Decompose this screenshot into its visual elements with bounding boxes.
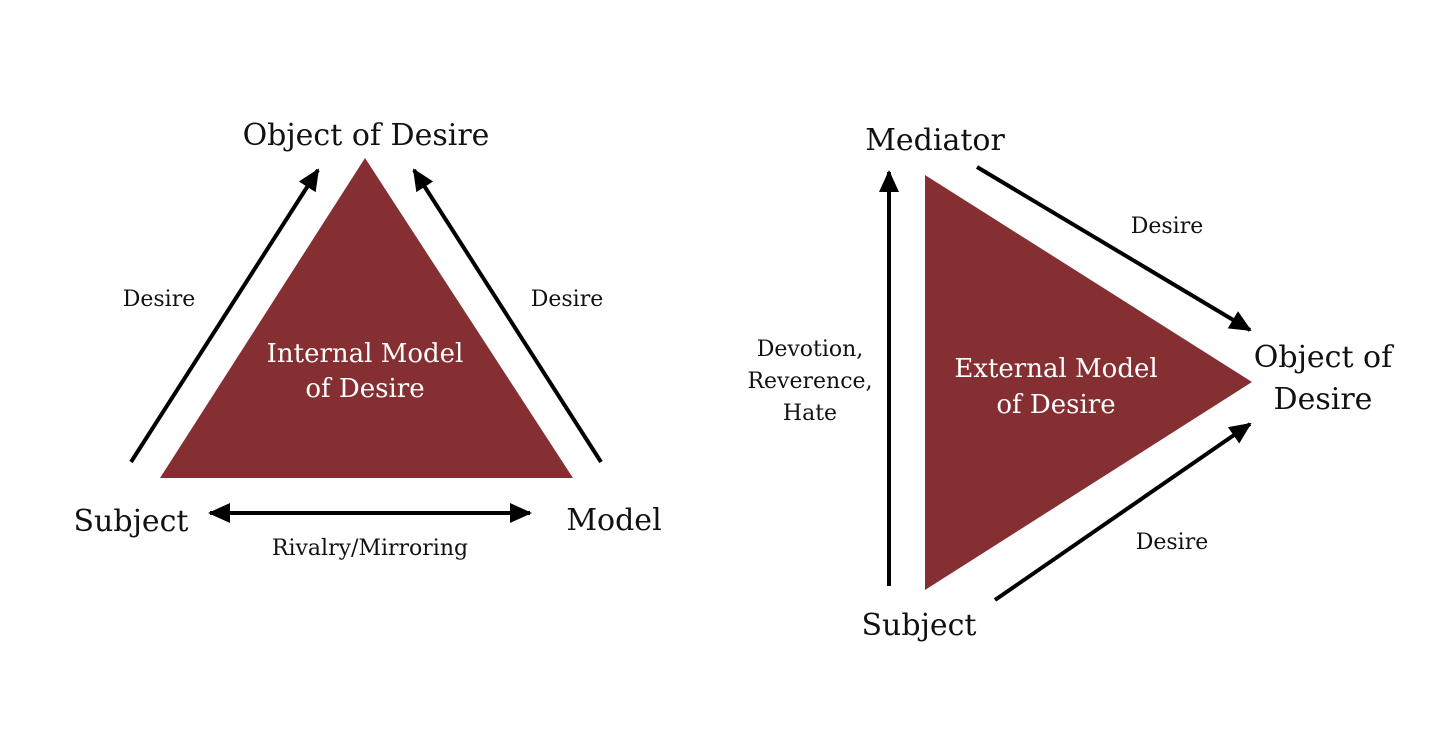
external-center-label-line-1: External Model bbox=[954, 354, 1157, 384]
internal-right-desire-label: Desire bbox=[531, 287, 604, 312]
rivalry-mirroring-label: Rivalry/Mirroring bbox=[272, 536, 468, 561]
internal-center-label-line-2: of Desire bbox=[305, 374, 424, 404]
mediator-label: Mediator bbox=[865, 123, 1005, 158]
external-model-triangle bbox=[925, 175, 1252, 590]
external-object-of-desire-label-line-1: Object of bbox=[1254, 340, 1394, 375]
internal-subject-label: Subject bbox=[74, 504, 189, 539]
model-to-object-arrow bbox=[412, 168, 603, 464]
internal-left-desire-label: Desire bbox=[123, 287, 196, 312]
internal-center-label-line-1: Internal Model bbox=[267, 339, 464, 369]
internal-model-diagram: Object of Desire Subject Model Desire De… bbox=[74, 118, 662, 561]
internal-model-triangle bbox=[160, 158, 573, 478]
internal-object-of-desire-label: Object of Desire bbox=[243, 118, 490, 153]
internal-model-label: Model bbox=[566, 503, 661, 538]
subject-to-object-arrow bbox=[129, 168, 320, 464]
reverence-label: Reverence, bbox=[747, 369, 872, 394]
external-bottom-desire-label: Desire bbox=[1136, 530, 1209, 555]
mediator-to-object-arrow bbox=[975, 165, 1252, 332]
external-top-desire-label: Desire bbox=[1131, 214, 1204, 239]
subject-to-object-arrow-external bbox=[993, 422, 1252, 602]
external-subject-label: Subject bbox=[862, 608, 977, 643]
hate-label: Hate bbox=[783, 401, 837, 426]
external-center-label-line-2: of Desire bbox=[996, 390, 1115, 420]
devotion-label: Devotion, bbox=[757, 337, 864, 362]
external-model-diagram: Mediator Object of Desire Subject Desire… bbox=[747, 123, 1394, 643]
external-object-of-desire-label-line-2: Desire bbox=[1274, 382, 1373, 417]
